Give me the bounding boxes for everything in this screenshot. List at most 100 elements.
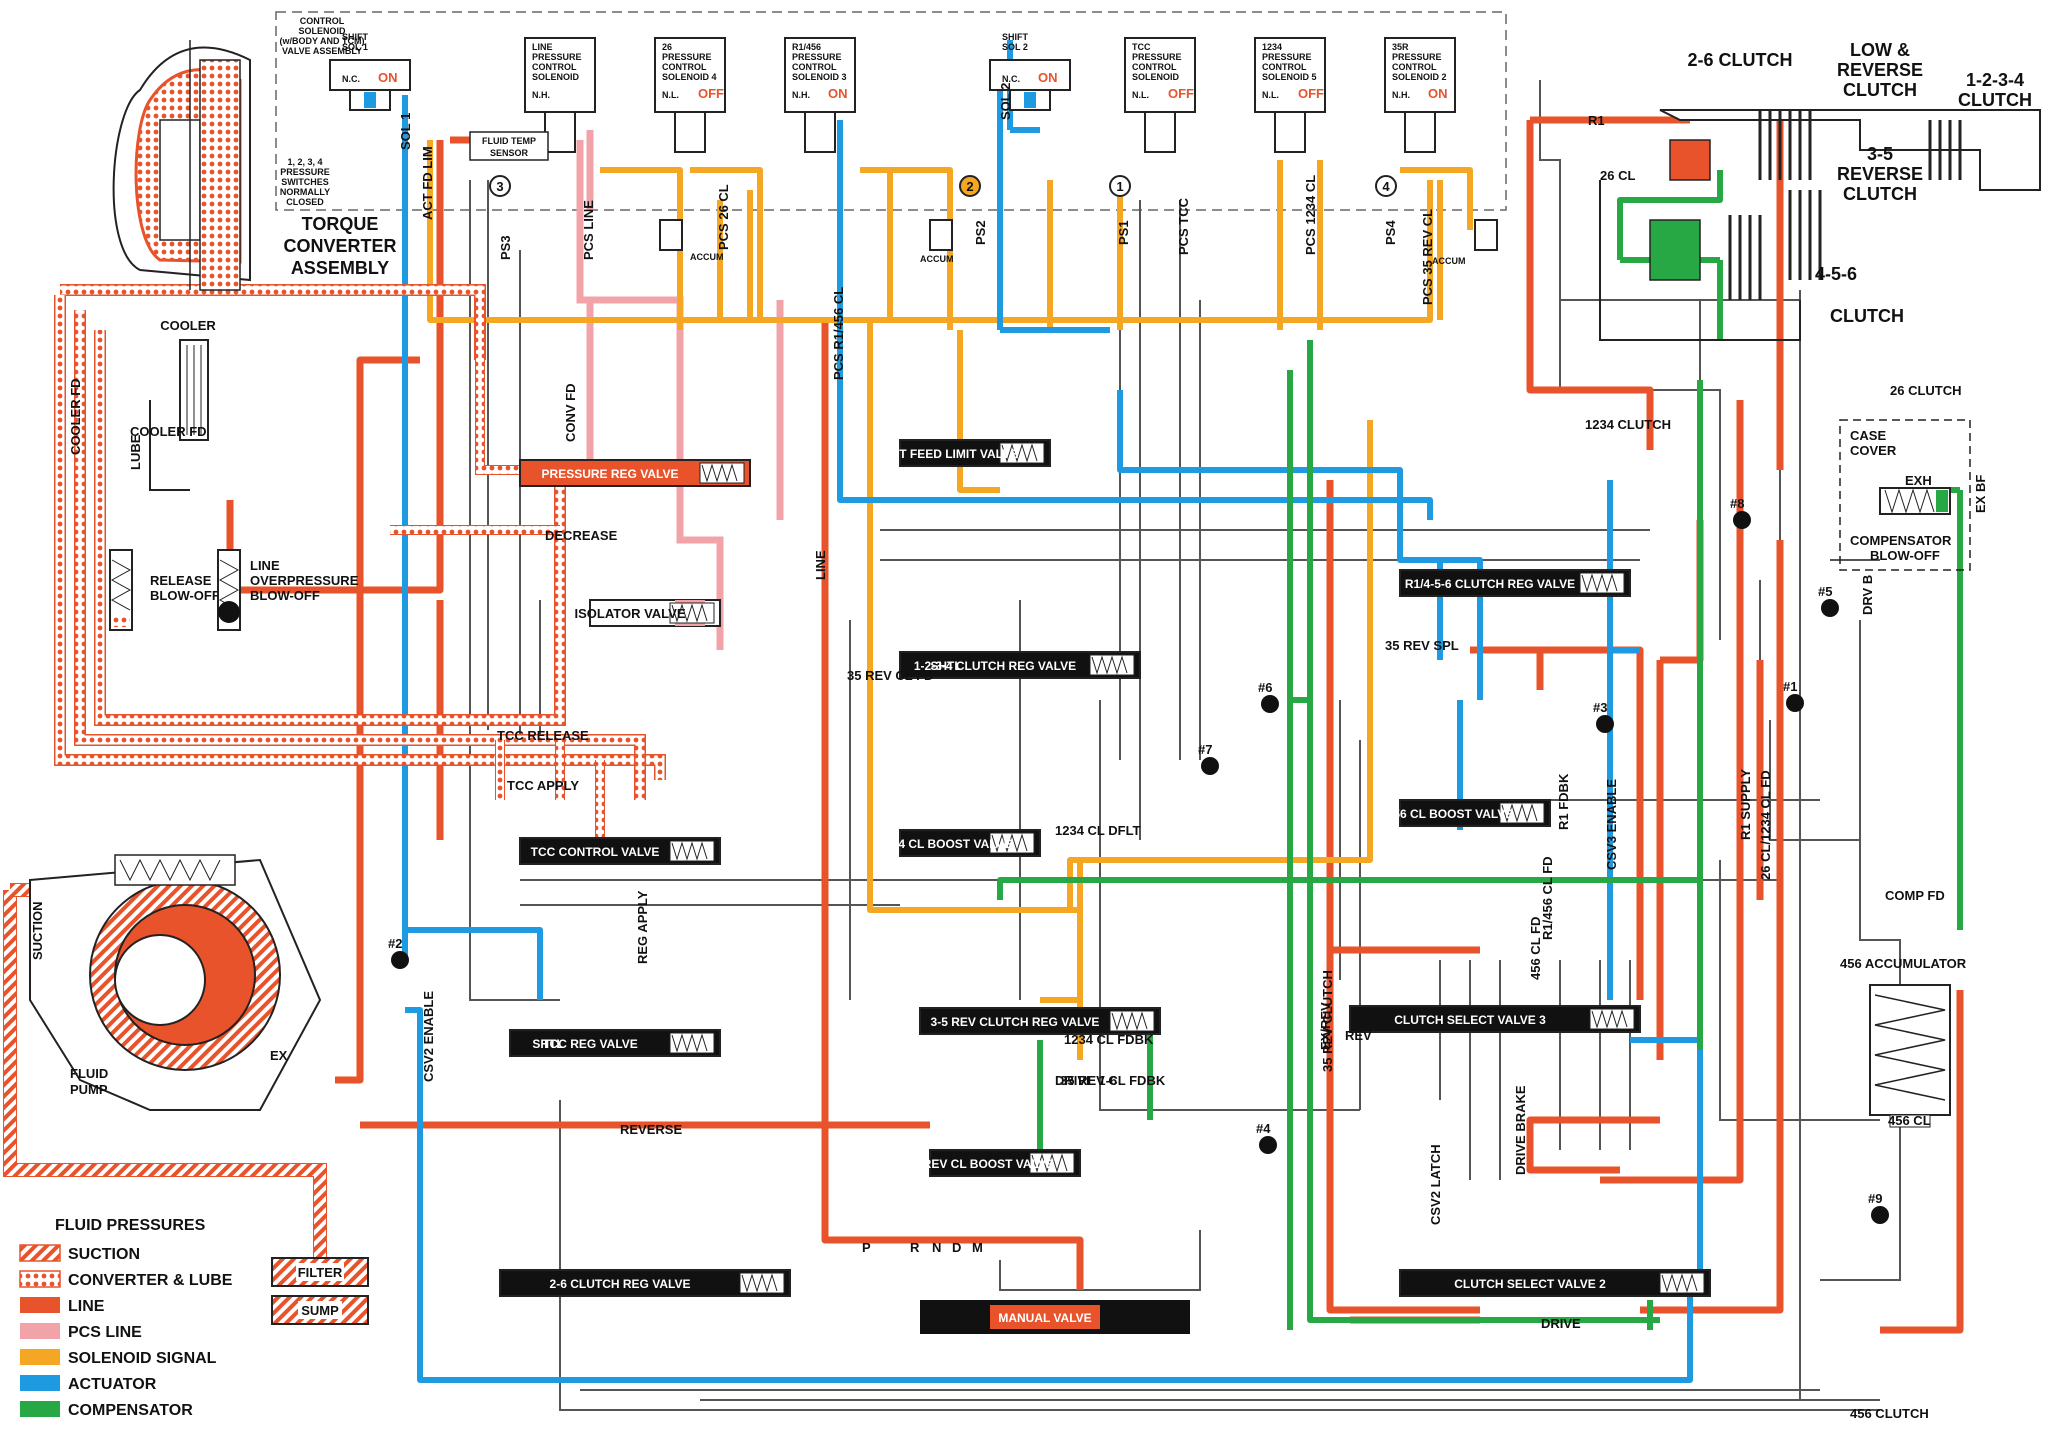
svg-text:3: 3 (496, 179, 503, 194)
legend-item-actuator: ACTUATOR (20, 1375, 157, 1393)
legend-label: SUCTION (68, 1246, 140, 1263)
sump: SUMP (271, 1295, 369, 1325)
legend-label: LINE (68, 1298, 105, 1315)
svg-text:CLUTCH: CLUTCH (1830, 306, 1904, 326)
solenoid-name-line: PRESSURE (792, 52, 842, 62)
solenoid-name-line: LINE (532, 42, 553, 52)
solenoid-name-line: R1/456 (792, 42, 821, 52)
svg-text:CLUTCH: CLUTCH (1843, 184, 1917, 204)
passage-label: REVERSE (620, 1122, 682, 1137)
solenoid-state: ON (1038, 70, 1058, 85)
passage-label: SOL 2 (998, 83, 1013, 120)
svg-text:LINE: LINE (250, 558, 280, 573)
fluid-pump: FLUID PUMP (29, 854, 322, 1111)
passage-label: CONV FD (563, 384, 578, 443)
svg-text:VALVE ASSEMBLY: VALVE ASSEMBLY (282, 46, 362, 56)
solenoid-state: OFF (1168, 86, 1194, 101)
valve-label: 1-2-3-4 CLUTCH REG VALVE (914, 659, 1076, 673)
accum-50: ACCUM (920, 219, 954, 264)
valve-label: 35 REV CL BOOST VALVE (906, 1157, 1054, 1171)
solenoid-state: OFF (1298, 86, 1324, 101)
solenoid-name-line: PRESSURE (532, 52, 582, 62)
solenoid-state: ON (828, 86, 848, 101)
valve-label: 1234 CL BOOST VALVE (878, 837, 1011, 851)
svg-text:SOLENOID: SOLENOID (298, 26, 346, 36)
legend-item-pcs-line: PCS LINE (20, 1323, 142, 1341)
checkball-label: #6 (1258, 680, 1272, 695)
checkball-8: #8 (1730, 496, 1751, 529)
legend-item-compensator: COMPENSATOR (20, 1401, 193, 1419)
passage-label: EXH (1905, 473, 1932, 488)
accumulator-456: 456 ACCUMULATOR (1840, 956, 1967, 1128)
valve-label: TCC REG VALVE (542, 1037, 638, 1051)
svg-text:CASE: CASE (1850, 428, 1886, 443)
line-overpressure-blowoff: LINE OVERPRESSURE BLOW-OFF (217, 549, 359, 631)
svg-text:M: M (972, 1240, 983, 1255)
passage-label: 26 CL (1600, 168, 1635, 183)
svg-text:1, 2, 3, 4: 1, 2, 3, 4 (287, 157, 322, 167)
valve-act-feed-limit-valve: ACT FEED LIMIT VALVE (882, 439, 1051, 467)
release-blowoff: RELEASE BLOW-OFF (109, 549, 220, 631)
clutch-2-6-label: 2-6 CLUTCH (1687, 50, 1792, 70)
solenoid-type: N.C. (1002, 74, 1020, 84)
valve-label: 456 CL BOOST VALVE (1387, 807, 1514, 821)
valve-label: 3-5 REV CLUTCH REG VALVE (931, 1015, 1100, 1029)
checkball-label: #8 (1730, 496, 1744, 511)
valve-label: PRESSURE REG VALVE (542, 467, 679, 481)
valve-456-cl-boost-valve: 456 CL BOOST VALVE (1387, 799, 1551, 827)
legend-item-solenoid-signal: SOLENOID SIGNAL (20, 1349, 217, 1367)
passage-label: DRIVE BRAKE (1513, 1085, 1528, 1175)
passage-label: LINE (813, 550, 828, 580)
svg-text:4: 4 (1382, 179, 1390, 194)
svg-text:CONVERTER: CONVERTER (283, 236, 396, 256)
valve-label: CLUTCH SELECT VALVE 3 (1394, 1013, 1546, 1027)
solenoid-type: N.C. (342, 74, 360, 84)
passage-label: 1234 CLUTCH (1585, 417, 1671, 432)
passage-label: PCS 1234 CL (1303, 175, 1318, 255)
passage-label: ACT FD LIM (420, 146, 435, 220)
passage-label: R1/456 CL FD (1540, 856, 1555, 940)
checkball-4: #4 (1256, 1121, 1277, 1154)
checkballs-group: #1#2#3#4#5#6#7#8#9 (388, 496, 1889, 1224)
checkball-label: #5 (1818, 584, 1832, 599)
passage-label: PCS LINE (581, 200, 596, 260)
clutch-35rev-label: 3-5 REVERSE CLUTCH (1837, 144, 1923, 204)
passage-label: EX/REV (1318, 1002, 1333, 1050)
svg-text:COOLER FD: COOLER FD (130, 424, 207, 439)
svg-text:FILTER: FILTER (298, 1265, 343, 1280)
valve-3-5-rev-clutch-reg-valve: 3-5 REV CLUTCH REG VALVE (919, 1007, 1161, 1035)
svg-text:CLUTCH: CLUTCH (1843, 80, 1917, 100)
svg-text:MANUAL VALVE: MANUAL VALVE (998, 1311, 1091, 1325)
compensator-blowoff: CASE COVER COMPENSATOR BLOW-OFF (1839, 419, 1971, 571)
solenoid-name-line: CONTROL (1132, 62, 1177, 72)
svg-text:RELEASE: RELEASE (150, 573, 212, 588)
solenoid-name-line: SHIFT (1002, 32, 1029, 42)
svg-text:SUMP: SUMP (301, 1303, 339, 1318)
legend-label: SOLENOID SIGNAL (68, 1350, 217, 1367)
solenoid-name-line: CONTROL (792, 62, 837, 72)
svg-text:BLOW-OFF: BLOW-OFF (150, 588, 220, 603)
solenoid-name-line: SOL 1 (342, 42, 368, 52)
passage-label: R1 (1588, 113, 1605, 128)
solenoid-name-line: 1234 (1262, 42, 1282, 52)
svg-text:COOLER: COOLER (160, 318, 216, 333)
checkball-label: #3 (1593, 700, 1607, 715)
line-passages (226, 116, 1964, 1334)
solenoid-name-line: CONTROL (532, 62, 577, 72)
checkball-6: #6 (1258, 680, 1279, 713)
legend-label: PCS LINE (68, 1324, 142, 1341)
solenoid-name-line: PRESSURE (662, 52, 712, 62)
passage-label: DECREASE (545, 528, 618, 543)
passage-label: COOLER FD (68, 378, 83, 455)
svg-text:BLOW-OFF: BLOW-OFF (250, 588, 320, 603)
passage-label: EX (270, 1048, 288, 1063)
solenoid-name-line: SOLENOID (1132, 72, 1180, 82)
solenoid-name-line: PRESSURE (1392, 52, 1442, 62)
